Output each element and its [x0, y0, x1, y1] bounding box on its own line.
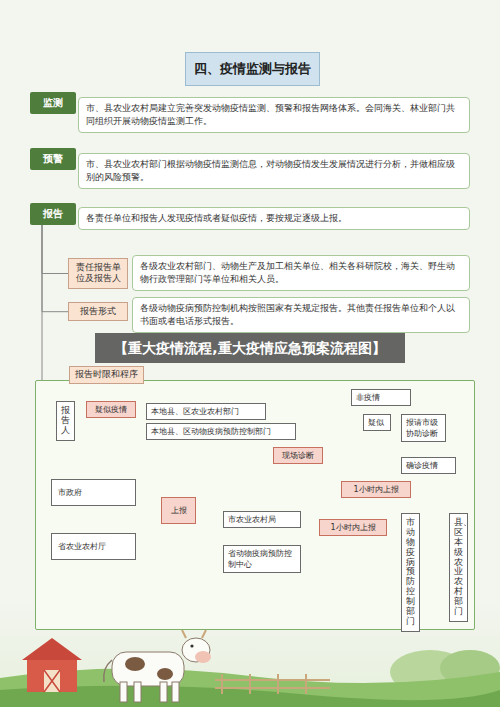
node-text: 报告人: [61, 406, 70, 436]
node-text: 报请市级协助诊断: [406, 417, 441, 439]
watermark-banner: 【重大疫情流程,重大疫情应急预案流程图】: [95, 333, 405, 363]
flow-panel: 报告时限和程序报告人疑似疫情本地县、区农业农村部门本地县、区动物疫病预防控制部门…: [35, 380, 475, 630]
node-text: 县、区本级农业农村部门: [454, 518, 463, 617]
process-box: 市政府: [51, 479, 136, 506]
node-text: 确诊疫情: [406, 460, 451, 471]
node-text: 监测: [30, 96, 76, 110]
node-text: 报告: [30, 207, 76, 221]
panel-heading: 报告时限和程序: [69, 366, 144, 384]
process-box: 市农业农村局: [223, 511, 301, 528]
connector: [42, 225, 68, 312]
node-text: 市动物疫病预防控制部门: [406, 518, 415, 627]
title-text: 四、疫情监测与报告: [190, 60, 315, 78]
connector: [42, 225, 43, 380]
process-box: 非疫情: [351, 389, 411, 406]
process-box: 县、区本级农业农村部门: [449, 513, 468, 622]
node-text: 各级动物疫病预防控制机构按照国家有关规定报告。其他责任报告单位和个人以书面或者电…: [140, 302, 462, 328]
process-box: 确诊疫情: [401, 457, 456, 474]
barn: [22, 638, 82, 692]
text-panel: 市、县农业农村局建立完善突发动物疫情监测、预警和报告网络体系。会同海关、林业部门…: [78, 97, 470, 133]
sub-tab: 责任报告单位及报告人: [68, 258, 128, 289]
node-text: 预警: [30, 152, 76, 166]
fence: [215, 674, 330, 694]
status-box: 疑似疫情: [86, 401, 136, 418]
node-text: 责任报告单位及报告人: [72, 262, 124, 285]
node-text: 市、县农业农村部门根据动物疫情监测信息，对动物疫情发生发展情况进行分析，并做相应…: [86, 158, 462, 184]
step-box: 现场诊断: [273, 447, 323, 464]
node-text: 非疫情: [356, 392, 406, 403]
process-box: 报告人: [56, 401, 75, 441]
node-text: 各责任单位和报告人发现疫情或者疑似疫情，要按规定逐级上报。: [86, 212, 462, 225]
text-panel: 各级农业农村部门、动物生产及加工相关单位、相关各科研院校，海关、野生动物行政管理…: [132, 255, 470, 291]
section-tab: 监测: [30, 92, 76, 114]
node-text: 上报: [168, 505, 189, 516]
node-text: 各级农业农村部门、动物生产及加工相关单位、相关各科研院校，海关、野生动物行政管理…: [140, 260, 462, 286]
text-panel: 各责任单位和报告人发现疫情或者疑似疫情，要按规定逐级上报。: [78, 207, 470, 230]
cow: [104, 630, 211, 702]
process-box: 本地县、区农业农村部门: [146, 403, 266, 420]
node-text: 疑似疫情: [91, 404, 131, 415]
step-box: 上报: [161, 497, 196, 524]
process-box: 疑似: [363, 414, 391, 431]
section-tab: 报告: [30, 203, 76, 225]
process-box: 报请市级协助诊断: [401, 414, 446, 442]
node-text: 本地县、区动物疫病预防控制部门: [151, 426, 291, 437]
node-text: 1小时内上报: [346, 484, 406, 495]
connector: [42, 225, 68, 274]
text-panel: 市、县农业农村部门根据动物疫情监测信息，对动物疫情发生发展情况进行分析，并做相应…: [78, 153, 470, 189]
process-box: 市动物疫病预防控制部门: [401, 513, 420, 632]
text-panel: 各级动物疫病预防控制机构按照国家有关规定报告。其他责任报告单位和个人以书面或者电…: [132, 297, 470, 333]
node-text: 市、县农业农村局建立完善突发动物疫情监测、预警和报告网络体系。会同海关、林业部门…: [86, 102, 462, 128]
process-box: 省农业农村厅: [51, 533, 136, 560]
node-text: 报告形式: [72, 306, 124, 317]
step-box: 1小时内上报: [319, 519, 387, 536]
node-text: 市政府: [58, 487, 129, 498]
title-box: 四、疫情监测与报告: [185, 52, 320, 86]
step-box: 1小时内上报: [341, 481, 411, 498]
section-tab: 预警: [30, 148, 76, 170]
sub-tab: 报告形式: [68, 302, 128, 321]
node-text: 1小时内上报: [324, 522, 382, 533]
process-box: 省动物疫病预防控制中心: [223, 545, 301, 573]
node-text: 市农业农村局: [228, 514, 296, 525]
node-text: 现场诊断: [278, 450, 318, 461]
node-text: 本地县、区农业农村部门: [151, 406, 261, 417]
node-text: 省动物疫病预防控制中心: [228, 548, 296, 570]
process-box: 本地县、区动物疫病预防控制部门: [146, 423, 296, 440]
node-text: 疑似: [368, 417, 386, 428]
node-text: 省农业农村厅: [58, 541, 129, 552]
